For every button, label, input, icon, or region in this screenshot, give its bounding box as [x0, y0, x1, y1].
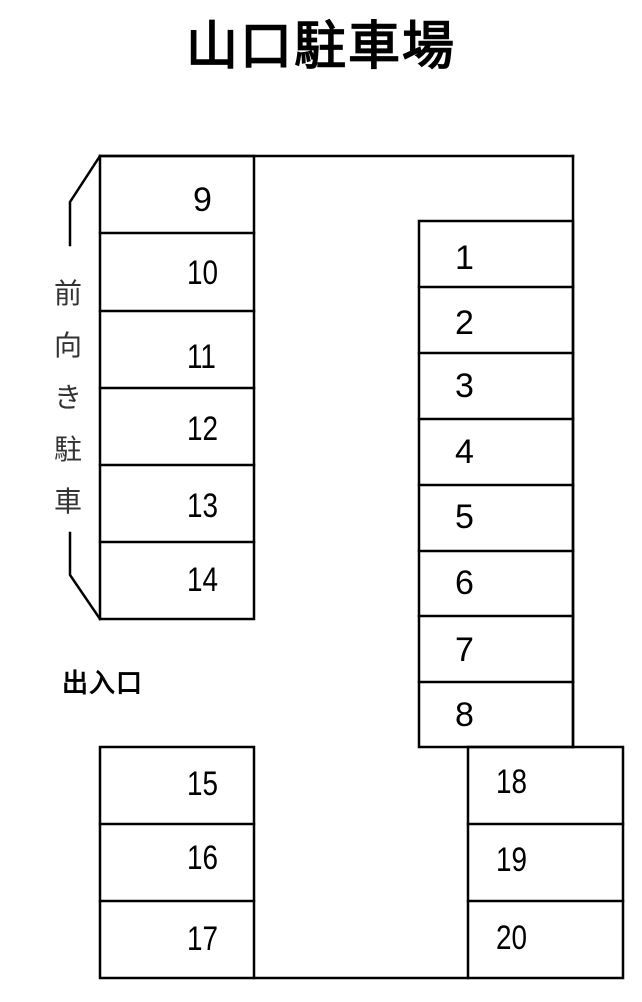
space-4: 4 [455, 433, 474, 471]
label-char: き [53, 381, 82, 414]
space-11: 11 [187, 338, 216, 376]
space-18: 18 [496, 763, 528, 801]
space-5: 5 [455, 498, 474, 536]
space-7: 7 [455, 631, 474, 669]
space-6: 6 [455, 564, 474, 602]
space-13: 13 [187, 487, 219, 525]
space-12: 12 [187, 410, 219, 448]
space-19: 19 [496, 841, 528, 879]
space-16: 16 [187, 839, 219, 877]
space-20: 20 [496, 919, 528, 957]
space-1: 1 [455, 239, 474, 277]
label-char: 車 [53, 485, 82, 518]
space-8: 8 [455, 696, 474, 734]
label-char: 駐 [53, 433, 82, 466]
front-facing-parking-label: 前 向 き 駐 車 [48, 268, 88, 528]
space-2: 2 [455, 304, 474, 342]
page-title: 山口駐車場 [185, 17, 456, 77]
space-15: 15 [187, 765, 219, 803]
label-char: 向 [53, 329, 82, 362]
space-17: 17 [187, 920, 219, 958]
label-char: 前 [53, 277, 82, 310]
entrance-label: 出入口 [62, 669, 144, 699]
space-9: 9 [193, 181, 212, 219]
space-14: 14 [187, 561, 219, 599]
space-10: 10 [187, 254, 219, 292]
space-3: 3 [455, 367, 474, 405]
